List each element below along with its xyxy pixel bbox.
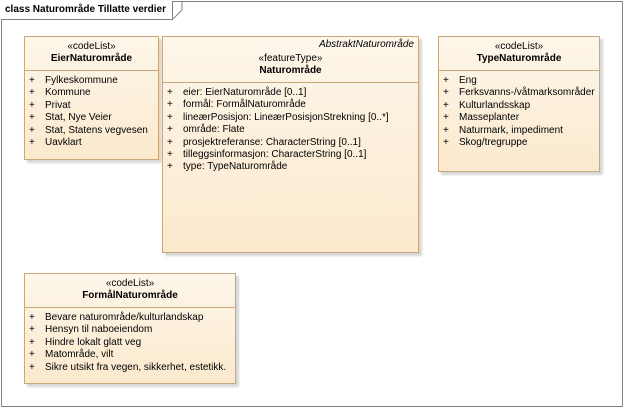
attribute-text: lineærPosisjon: LineærPosisjonStrekning … (183, 111, 389, 123)
class-box-type-naturomraade[interactable]: «codeList» TypeNaturområde + Eng + Ferksvan… (438, 36, 600, 172)
attribute-text: formål: FormålNaturområde (183, 99, 306, 111)
class-attributes: + Bevare naturområde/kulturlandskap + Hensy… (25, 308, 235, 374)
class-attribute: + Uavklart (29, 137, 158, 149)
frame-title-tab: class Naturområde Tillatte verdier (1, 0, 183, 20)
visibility-marker: + (29, 87, 35, 99)
class-attribute: + Stat, Statens vegvesen (29, 125, 158, 137)
attribute-text: Stat, Nye Veier (45, 112, 112, 124)
visibility-marker: + (29, 361, 35, 373)
class-attribute: + Ferksvanns-/våtmarksområder (443, 87, 599, 99)
class-attribute: + Stat, Nye Veier (29, 112, 158, 124)
class-generalization-tag: AbstraktNaturområde (318, 39, 414, 50)
attribute-text: Masseplanter (459, 112, 520, 124)
attribute-text: Eng (459, 75, 477, 86)
visibility-marker: + (167, 149, 173, 161)
class-name: TypeNaturområde (476, 53, 562, 64)
class-attribute: + Bevare naturområde/kulturlandskap (29, 312, 235, 324)
class-attribute: + Kulturlandsskap (443, 100, 599, 112)
attribute-text: Privat (45, 99, 71, 111)
class-attribute: + område: Flate (167, 124, 418, 136)
frame-title: class Naturområde Tillatte verdier (1, 0, 173, 20)
class-attribute: + tilleggsinformasjon: CharacterString [0… (167, 149, 418, 161)
attribute-text: Ferksvanns-/våtmarksområder (459, 87, 595, 99)
visibility-marker: + (29, 75, 35, 86)
class-stereotype: «codeList» (67, 41, 116, 52)
class-attribute: + formål: FormålNaturområde (167, 99, 418, 111)
attribute-text: Kulturlandsskap (459, 99, 531, 111)
attribute-text: Sikre utsikt fra vegen, sikkerhet, estet… (45, 361, 227, 373)
attribute-text: tilleggsinformasjon: CharacterString [0.… (183, 149, 367, 161)
class-attribute: + Privat (29, 100, 158, 112)
visibility-marker: + (443, 75, 449, 86)
attribute-text: eier: EierNaturområde [0..1] (183, 87, 307, 98)
visibility-marker: + (167, 111, 173, 123)
class-header: «codeList» TypeNaturområde (439, 37, 599, 71)
visibility-marker: + (167, 136, 173, 148)
class-attribute: + lineærPosisjon: LineærPosisjonStrekning… (167, 112, 418, 124)
class-attribute: + Matområde, vilt (29, 349, 235, 361)
frame-tab-corner (173, 1, 183, 19)
visibility-marker: + (29, 124, 35, 136)
visibility-marker: + (443, 99, 449, 111)
visibility-marker: + (29, 112, 35, 124)
class-attributes: + eier: EierNaturområde [0..1] + formål: Fo… (163, 83, 418, 174)
visibility-marker: + (443, 124, 449, 136)
class-box-formaal-naturomraade[interactable]: «codeList» FormålNaturområde + Bevare nat… (24, 273, 236, 384)
attribute-text: Kommune (45, 87, 91, 99)
attribute-text: Stat, Statens vegvesen (45, 124, 148, 136)
class-name: FormålNaturområde (82, 290, 178, 301)
class-attributes: + Fylkeskommune + Kommune + Privat + Stat, Nye … (25, 71, 158, 149)
class-header: «codeList» EierNaturområde (25, 37, 158, 71)
class-attribute: + Hindre lokalt glatt veg (29, 337, 235, 349)
class-stereotype: «codeList» (105, 278, 155, 289)
class-stereotype: «featureType» (258, 53, 323, 64)
class-attribute: + Kommune (29, 87, 158, 99)
visibility-marker: + (29, 99, 35, 111)
visibility-marker: + (167, 87, 173, 98)
visibility-marker: + (443, 112, 449, 124)
class-attribute: + Naturmark, impediment (443, 125, 599, 137)
class-attribute: + eier: EierNaturområde [0..1] (167, 87, 418, 99)
visibility-marker: + (29, 137, 35, 149)
class-header: «codeList» FormålNaturområde (25, 274, 235, 308)
visibility-marker: + (29, 336, 35, 348)
visibility-marker: + (167, 124, 173, 136)
attribute-text: Bevare naturområde/kulturlandskap (45, 312, 204, 323)
attribute-text: type: TypeNaturområde (183, 161, 288, 173)
attribute-text: prosjektreferanse: CharacterString [0..1… (183, 136, 361, 148)
class-attribute: + type: TypeNaturområde (167, 161, 418, 173)
class-attribute: + prosjektreferanse: CharacterString [0..… (167, 137, 418, 149)
class-stereotype: «codeList» (494, 41, 544, 52)
class-attribute: + Skog/tregruppe (443, 137, 599, 149)
visibility-marker: + (443, 87, 449, 99)
visibility-marker: + (167, 99, 173, 111)
class-name: Naturområde (259, 65, 322, 76)
class-attribute: + Sikre utsikt fra vegen, sikkerhet, este… (29, 362, 235, 374)
class-name: EierNaturområde (50, 53, 133, 64)
class-attribute: + Hensyn til naboeiendom (29, 324, 235, 336)
attribute-text: Matområde, vilt (45, 349, 114, 361)
attribute-text: Fylkeskommune (45, 75, 118, 86)
attribute-text: Naturmark, impediment (459, 124, 563, 136)
class-box-eier-naturomraade[interactable]: «codeList» EierNaturområde + Fylkeskommun… (24, 36, 159, 160)
attribute-text: Hensyn til naboeiendom (45, 324, 153, 336)
attribute-text: Hindre lokalt glatt veg (45, 336, 142, 348)
visibility-marker: + (29, 349, 35, 361)
class-attribute: + Masseplanter (443, 112, 599, 124)
class-box-naturomraade[interactable]: AbstraktNaturområde «featureType» Naturo… (162, 36, 419, 253)
visibility-marker: + (29, 324, 35, 336)
attribute-text: Uavklart (45, 137, 82, 149)
visibility-marker: + (167, 161, 173, 173)
class-attributes: + Eng + Ferksvanns-/våtmarksområder + Kulturl… (439, 71, 599, 149)
class-attribute: + Fylkeskommune (29, 75, 158, 87)
attribute-text: område: Flate (183, 124, 245, 136)
class-header: AbstraktNaturområde «featureType» Naturo… (163, 37, 418, 83)
attribute-text: Skog/tregruppe (459, 137, 528, 149)
visibility-marker: + (443, 137, 449, 149)
class-attribute: + Eng (443, 75, 599, 87)
visibility-marker: + (29, 312, 35, 323)
